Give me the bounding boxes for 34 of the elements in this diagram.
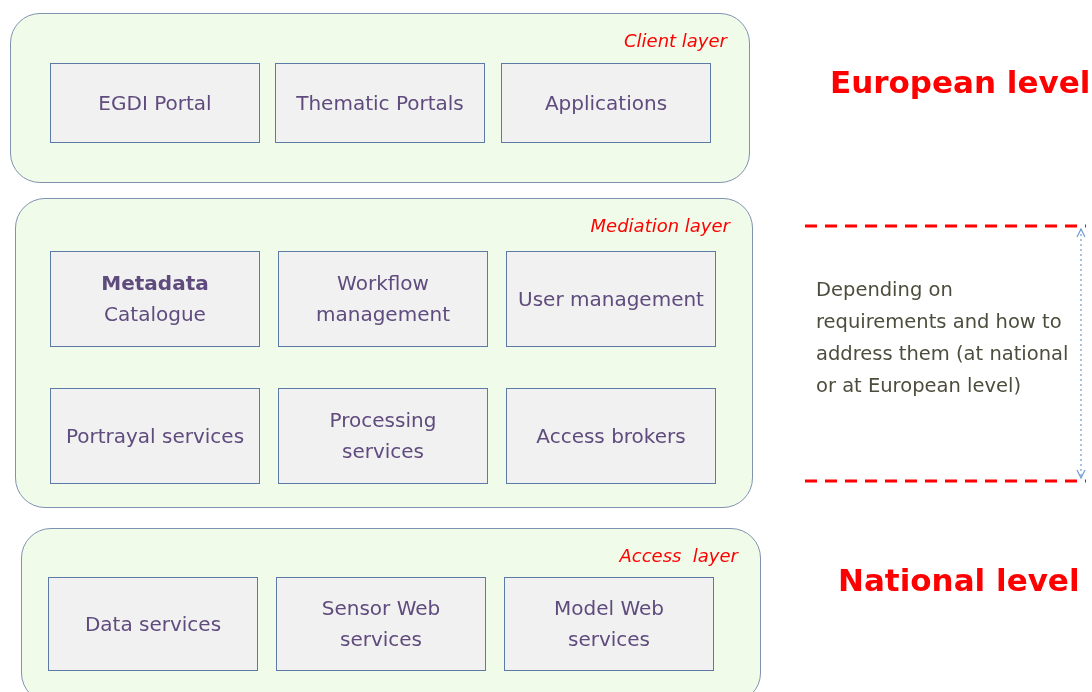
layer-panel [21,528,761,692]
service-box [50,63,260,143]
service-box [276,577,486,671]
box-label: Applications [543,89,669,117]
box-label: User management [517,285,705,313]
service-box [506,388,716,484]
box-label: Data services [83,610,223,638]
service-box [506,251,716,347]
note-text: Depending on requirements and how to address them (at national or at European level) [816,277,1070,399]
service-box [504,577,714,671]
box-label: Workflow management [315,270,451,328]
box-label: Access brokers [535,422,687,450]
service-box [50,251,260,347]
box-label: Catalogue [103,301,207,328]
layer-panel [15,198,753,508]
service-box [48,577,258,671]
layer-panel [10,13,750,183]
service-box [275,63,485,143]
service-box [501,63,711,143]
service-box [278,388,488,484]
layer-title: Client layer [624,30,727,51]
box-label: Thematic Portals [295,89,465,117]
box-label: Metadata [100,270,210,297]
layer-title: Mediation layer [590,215,730,236]
box-label: Model Web services [553,595,665,653]
service-box [278,251,488,347]
box-label: EGDI Portal [97,89,213,117]
layer-title: Access layer [619,545,738,566]
box-label: Processing services [328,407,438,465]
box-label: Sensor Web services [320,595,442,653]
level-heading: European level [830,64,1092,100]
box-label: Portrayal services [64,422,246,450]
level-heading: National level [838,562,1081,598]
service-box [50,388,260,484]
